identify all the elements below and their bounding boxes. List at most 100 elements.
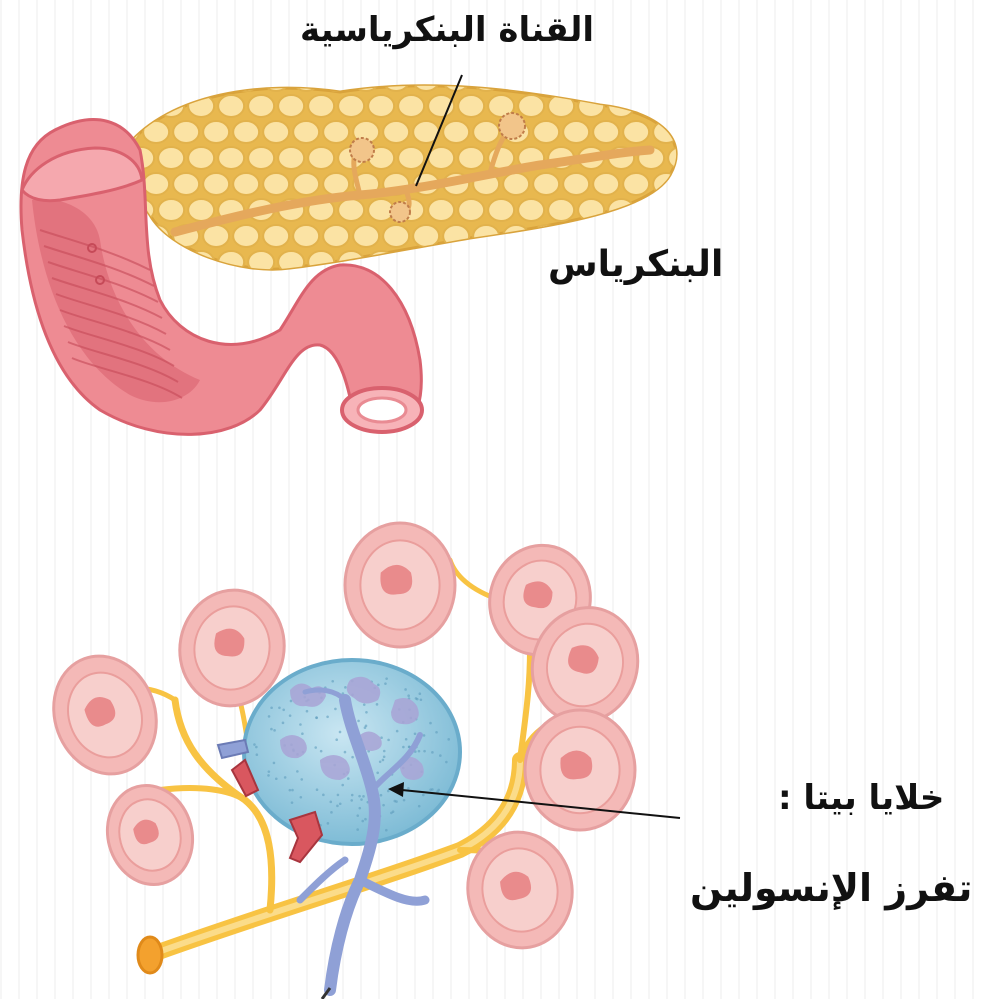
pancreas-lobule	[653, 69, 679, 91]
pancreas-lobule	[158, 95, 184, 117]
pancreas-lobule	[593, 69, 619, 91]
duct-opening	[138, 937, 162, 973]
pancreas-lobule	[593, 173, 619, 195]
pancreas-lobule	[458, 251, 484, 273]
pancreas-lobule	[173, 173, 199, 195]
pancreas-lobule	[158, 199, 184, 221]
pancreas-lobule	[218, 95, 244, 117]
pancreas-lobule	[428, 95, 454, 117]
pancreas-lobule	[623, 69, 649, 91]
pancreas-lobule	[233, 225, 259, 247]
pancreas-lobule	[173, 69, 199, 91]
pancreas-lobule	[683, 69, 709, 91]
pancreas-lobule	[398, 147, 424, 169]
pancreas-lobule	[578, 199, 604, 221]
acinus	[37, 642, 172, 789]
pancreas-lobule	[398, 95, 424, 117]
pancreas-lobule	[563, 69, 589, 91]
pancreas-lobule	[233, 121, 259, 143]
pancreas-lobule	[458, 199, 484, 221]
pancreas-lobule	[263, 173, 289, 195]
pancreas-lobule	[293, 173, 319, 195]
islet-tissue-illustration	[37, 523, 653, 999]
pancreas-lobule	[428, 147, 454, 169]
pancreas-lobule	[188, 147, 214, 169]
pancreas-lobule	[203, 277, 229, 299]
pancreas-lobule	[233, 69, 259, 91]
pancreas-lobule	[578, 95, 604, 117]
pancreas-lobule	[308, 147, 334, 169]
pancreas-lobule	[308, 95, 334, 117]
pancreas-lobule	[203, 173, 229, 195]
pancreas-lobule	[488, 199, 514, 221]
pancreas-lobule	[443, 277, 469, 299]
pancreas-lobule	[383, 225, 409, 247]
pancreas-lobule	[203, 69, 229, 91]
pancreas-lobule	[323, 69, 349, 91]
pancreas-lobule	[338, 95, 364, 117]
pancreas-lobule	[608, 199, 634, 221]
pancreas-lobule	[368, 95, 394, 117]
pancreas-lobule	[158, 147, 184, 169]
pancreas-lobule	[203, 121, 229, 143]
pancreas-lobule	[503, 69, 529, 91]
pancreas-lobule	[623, 173, 649, 195]
pancreas-lobule	[383, 69, 409, 91]
pancreas-lobule	[278, 147, 304, 169]
pancreas-lobule	[458, 147, 484, 169]
pancreas-lobule	[278, 95, 304, 117]
acinus	[96, 776, 203, 894]
pancreas-lobule	[668, 95, 694, 117]
pancreas-lobule	[233, 173, 259, 195]
pancreas-lobule	[638, 199, 664, 221]
pancreas-lobule	[218, 147, 244, 169]
pancreas-lobule	[143, 173, 169, 195]
pancreas-lobule	[443, 121, 469, 143]
pancreas-lobule	[563, 173, 589, 195]
pancreas-lobule	[668, 147, 694, 169]
pancreas-lobule	[518, 95, 544, 117]
pancreatic-duct-label: القناة البنكرياسية	[300, 10, 594, 50]
pancreas-lobule	[233, 277, 259, 299]
pancreas-lobule	[263, 225, 289, 247]
pancreas-lobule	[353, 225, 379, 247]
pancreas-lobule	[323, 225, 349, 247]
islet-of-langerhans	[218, 660, 460, 990]
pancreas-lobule	[533, 69, 559, 91]
beta-cells-label: خلايا بيتا :	[778, 778, 944, 818]
acinus	[345, 523, 455, 647]
pancreas-lobule	[263, 277, 289, 299]
pancreas-lobule	[533, 121, 559, 143]
pancreas-lobule	[188, 95, 214, 117]
pancreas-lobule	[143, 121, 169, 143]
pancreas-lobule	[503, 225, 529, 247]
pancreas-lobule	[188, 199, 214, 221]
pancreas-lobule	[473, 277, 499, 299]
pancreas-lobule	[98, 95, 124, 117]
pancreas-lobule	[443, 225, 469, 247]
pancreas-lobule	[533, 173, 559, 195]
pancreas-lobule	[263, 121, 289, 143]
pancreas-lobule	[413, 225, 439, 247]
pancreas-label: البنكرياس	[548, 244, 723, 285]
pancreas-lobule	[293, 121, 319, 143]
pancreas-lobule	[413, 277, 439, 299]
pancreas-lobule	[518, 199, 544, 221]
pancreas-lobule	[683, 121, 709, 143]
pancreas-lobule	[398, 251, 424, 273]
pancreas-lobule	[683, 173, 709, 195]
pancreas-lobule	[143, 69, 169, 91]
pancreas-lobule	[413, 69, 439, 91]
pancreas-lobule	[503, 173, 529, 195]
pancreas-lobule	[428, 199, 454, 221]
pancreas-lobule	[113, 69, 139, 91]
pancreas-lobule	[248, 95, 274, 117]
pancreas-lobule	[593, 121, 619, 143]
pancreas-lobule	[653, 121, 679, 143]
pancreas-lobule	[128, 95, 154, 117]
insulin-secretion-label: تفرز الإنسولين	[690, 866, 972, 910]
pancreas-lobule	[248, 147, 274, 169]
pancreas-lobule	[428, 251, 454, 273]
pancreas-lobule	[623, 121, 649, 143]
